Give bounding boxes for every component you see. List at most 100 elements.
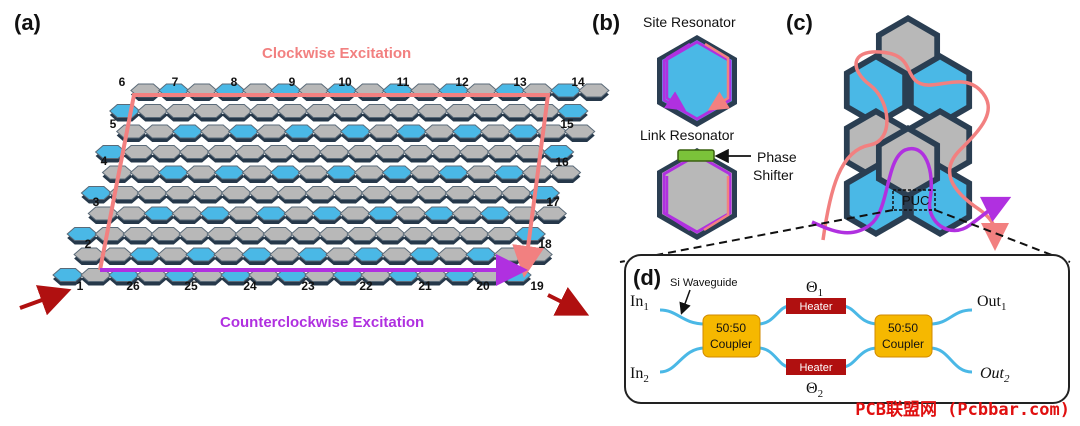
link-resonator (318, 227, 350, 245)
watermark: PCB联盟网 (Pcbbar.com) (855, 400, 1070, 420)
link-resonator (150, 227, 182, 245)
site-number-11: 11 (397, 75, 410, 89)
site-resonator (269, 165, 302, 183)
panel-b-label: (b) (592, 10, 620, 35)
site-resonator (423, 206, 456, 224)
site-number-16: 16 (555, 155, 569, 169)
link-resonator (486, 227, 518, 245)
site-number-19: 19 (530, 279, 544, 293)
link-resonator (277, 104, 309, 122)
link-resonator (248, 186, 281, 204)
link-resonator (458, 227, 490, 245)
site-number-23: 23 (301, 279, 315, 293)
site-resonator (199, 206, 232, 224)
heater-top-label: Heater (799, 301, 832, 313)
link-resonator (333, 104, 365, 122)
site-resonator (339, 124, 372, 142)
link-resonator (178, 227, 210, 245)
link-resonator (417, 104, 449, 122)
link-resonator (437, 247, 469, 265)
link-resonator (354, 83, 386, 101)
output-arrow (547, 286, 590, 316)
link-resonator (410, 83, 442, 101)
panel-a-label: (a) (14, 10, 41, 35)
link-resonator (186, 83, 218, 101)
site-resonator (557, 104, 589, 122)
site-number-1: 1 (77, 279, 84, 293)
link-resonator (535, 206, 568, 224)
coupler-2-line2: Coupler (882, 337, 924, 351)
link-resonator (290, 227, 322, 245)
link-resonator (157, 247, 189, 265)
link-resonator (466, 83, 498, 101)
link-resonator (395, 206, 428, 224)
site-resonator (507, 124, 540, 142)
link-resonator (451, 206, 484, 224)
site-number-13: 13 (513, 75, 527, 89)
site-resonator (157, 165, 190, 183)
link-resonator (346, 227, 378, 245)
coupler-1 (702, 314, 761, 358)
link-resonator (374, 145, 407, 163)
link-resonator-title: Link Resonator (640, 127, 735, 143)
site-resonator (367, 206, 400, 224)
link-resonator (304, 186, 337, 204)
puc-clockwise-loop (821, 50, 998, 243)
site-number-6: 6 (119, 75, 126, 89)
link-resonator (409, 165, 442, 183)
output-1-label: Out1 (977, 293, 1007, 313)
site-number-5: 5 (110, 117, 117, 131)
heater-bottom (786, 359, 846, 375)
link-resonator (325, 247, 357, 265)
clockwise-path (98, 93, 551, 278)
link-resonator (199, 124, 232, 142)
site-resonator (143, 206, 176, 224)
link-resonator (473, 104, 505, 122)
link-resonator (423, 124, 456, 142)
panel-d-label: (d) (633, 265, 661, 290)
site-number-15: 15 (560, 117, 574, 131)
waveguide-pointer (679, 289, 691, 315)
link-resonator (171, 206, 204, 224)
link-resonator (129, 165, 162, 183)
link-resonator (389, 104, 421, 122)
site-resonator (437, 165, 470, 183)
puc-label: PUC (902, 193, 929, 208)
link-resonator (178, 145, 211, 163)
link-resonator (381, 247, 413, 265)
site-resonator (325, 165, 358, 183)
link-resonator (136, 186, 169, 204)
clockwise-label: Clockwise Excitation (262, 45, 411, 62)
link-resonator (501, 104, 533, 122)
link-resonator (213, 247, 245, 265)
site-number-14: 14 (571, 75, 585, 89)
link-resonator (430, 145, 463, 163)
link-resonator (164, 186, 197, 204)
link-resonator (192, 186, 225, 204)
coupler-1-line2: Coupler (710, 337, 752, 351)
site-number-21: 21 (418, 279, 432, 293)
site-resonator (185, 247, 217, 265)
site-resonator (255, 206, 288, 224)
phase-shifter-element (677, 149, 715, 162)
site-resonator (227, 124, 260, 142)
link-resonator (269, 247, 301, 265)
puc-site-resonator (908, 53, 973, 127)
link-resonator (318, 145, 351, 163)
link-resonator (249, 104, 281, 122)
link-resonator-hexagon (657, 148, 737, 240)
link-resonator (361, 104, 393, 122)
link-resonator (346, 145, 379, 163)
theta-1-label: Θ1 (806, 279, 823, 299)
site-resonator (465, 247, 497, 265)
coupler-2-line1: 50:50 (888, 321, 918, 335)
zoom-line-left (619, 209, 894, 263)
link-resonator (430, 227, 462, 245)
link-resonator (472, 186, 505, 204)
coupler-1-line1: 50:50 (716, 321, 746, 335)
link-resonator (73, 247, 105, 265)
link-resonator (367, 124, 400, 142)
site-number-12: 12 (455, 75, 469, 89)
site-resonator (311, 206, 344, 224)
